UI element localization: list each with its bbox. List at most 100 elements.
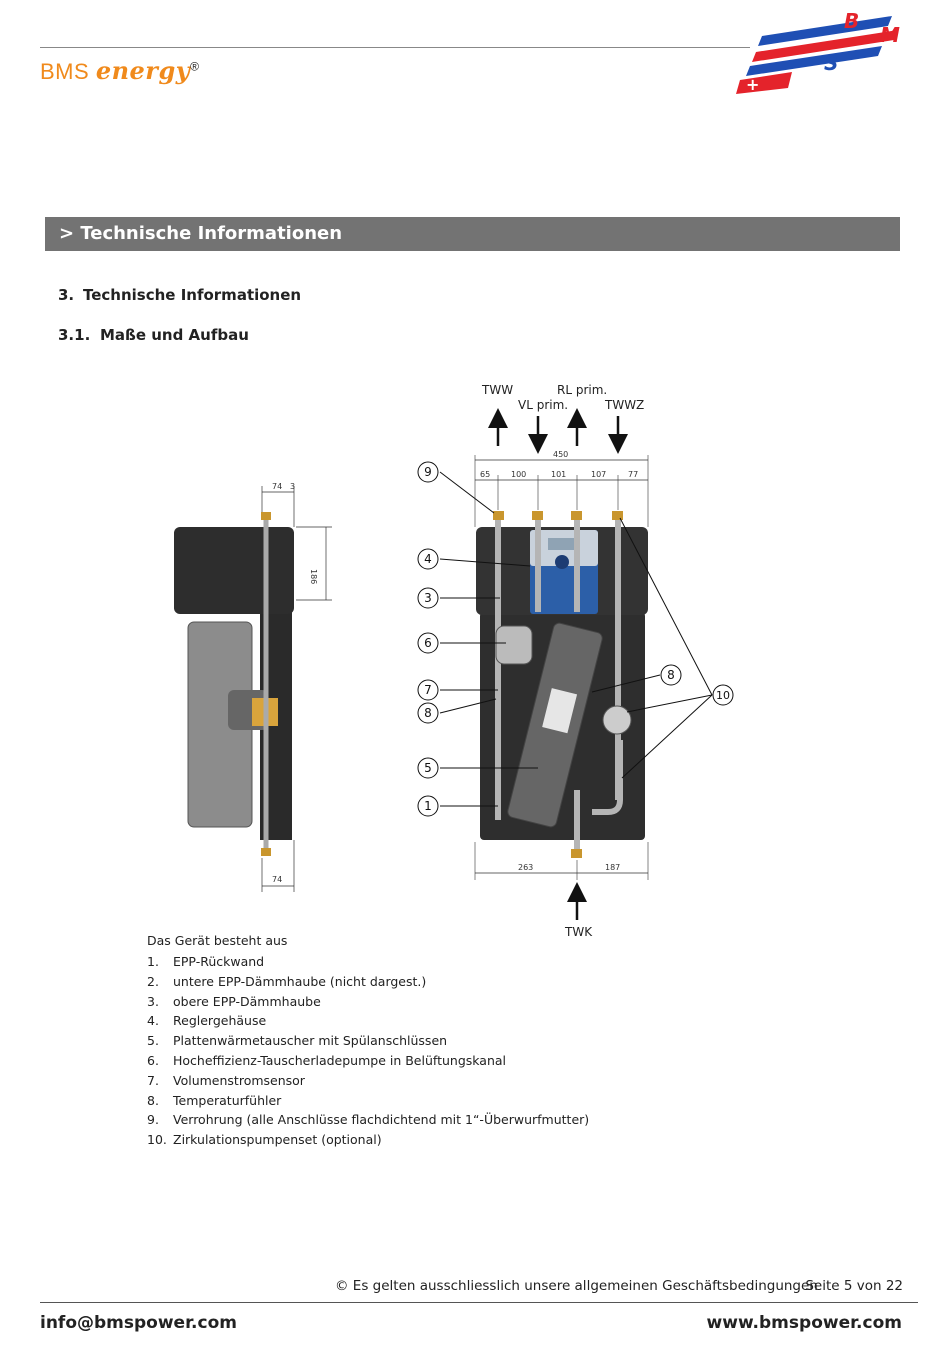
list-item-text: untere EPP-Dämmhaube (nicht dargest.) (173, 973, 427, 989)
logo-stripe-red-1 (752, 30, 898, 62)
list-item: 10. Zirkulationspumpenset (optional) (147, 1130, 589, 1150)
label-rl: RL prim. (557, 383, 607, 397)
section-banner: > Technische Informationen (45, 217, 900, 251)
component-list: 1. EPP-Rückwand 2. untere EPP-Dämmhaube (n… (147, 952, 589, 1150)
list-item: 6. Hocheffizienz-Tauscherladepumpe in Bel… (147, 1051, 589, 1071)
front-view: 450 65 100 101 107 77 263 187 TWW (417, 383, 734, 939)
side-upper-insulation (174, 527, 294, 614)
list-item-number: 1. (147, 954, 159, 969)
dim-segment-2: 100 (511, 470, 526, 479)
footer-rule (40, 1302, 918, 1303)
circulation-pump (602, 705, 632, 735)
list-item-text: Verrohrung (alle Anschlüsse flachdichten… (173, 1112, 590, 1128)
circulation-pipe (592, 740, 623, 815)
brand-registered-mark: ® (190, 59, 200, 74)
subsection-number: 3.1. (58, 326, 91, 344)
callout-10: 10 (716, 689, 730, 702)
website-link[interactable]: www.bmspower.com (706, 1313, 902, 1333)
dim-segment-3: 101 (551, 470, 566, 479)
page-number: Seite 5 von 22 (805, 1278, 903, 1294)
callout-7: 7 (424, 683, 432, 697)
callout-9: 9 (424, 465, 432, 479)
logo-letter-b: B (844, 10, 859, 33)
side-view: 74 3 186 74 (174, 482, 332, 892)
subsection-title: Maße und Aufbau (100, 326, 249, 344)
list-item: 2. untere EPP-Dämmhaube (nicht dargest.) (147, 972, 589, 992)
list-item-number: 9. (147, 1112, 159, 1128)
list-item-text: Temperaturfühler (173, 1092, 282, 1108)
email-link[interactable]: info@bmspower.com (40, 1313, 237, 1333)
list-item: 3. obere EPP-Dämmhaube (147, 992, 589, 1012)
dim-segment-5: 77 (628, 470, 638, 479)
brand-energy: energy (95, 56, 191, 85)
list-item: 5. Plattenwärmetauscher mit Spülanschlüss… (147, 1031, 589, 1051)
list-item: 1. EPP-Rückwand (147, 952, 589, 972)
controller-display (548, 538, 576, 550)
exchanger-label (542, 688, 578, 734)
section-title: Technische Informationen (83, 286, 302, 304)
bms-logo: + B M S (736, 10, 900, 94)
dim-bottom-right: 187 (605, 863, 620, 872)
side-fitting-top (261, 512, 271, 520)
list-item: 7. Volumenstromsensor (147, 1071, 589, 1091)
terms-notice: © Es gelten ausschliesslich unsere allge… (335, 1278, 818, 1294)
side-dim-bottom: 74 (272, 875, 282, 884)
list-item-number: 4. (147, 1013, 159, 1029)
side-dim-offset: 3 (290, 482, 295, 491)
header-rule (40, 47, 750, 48)
list-item: 4. Reglergehäuse (147, 1011, 589, 1031)
list-item-text: Hocheffizienz-Tauscherladepumpe in Belüf… (173, 1052, 507, 1068)
dim-bottom-left: 263 (518, 863, 533, 872)
logo-stripe-blue-1 (758, 16, 892, 46)
list-item: 8. Temperaturfühler (147, 1091, 589, 1111)
front-fittings (493, 511, 623, 858)
list-item-number: 5. (147, 1033, 159, 1049)
logo-stripe-blue-2 (746, 46, 882, 76)
list-item-number: 7. (147, 1072, 159, 1088)
list-item-text: obere EPP-Dämmhaube (173, 993, 321, 1009)
section-number: 3. (58, 286, 75, 304)
brand-logo-text: BMS energy® (40, 56, 200, 85)
list-item-number: 10. (147, 1132, 167, 1148)
side-dim-height: 186 (309, 569, 318, 584)
side-dim-top: 74 (272, 482, 282, 491)
side-fitting-bottom (261, 848, 271, 856)
label-twk: TWK (564, 925, 593, 939)
callouts (417, 461, 734, 817)
subsection-heading: 3.1. Maße und Aufbau (58, 326, 249, 344)
callout-leaders (439, 471, 713, 807)
list-item-number: 8. (147, 1092, 159, 1108)
dim-segment-1: 65 (480, 470, 490, 479)
list-item-number: 6. (147, 1052, 159, 1068)
logo-stripe-red-2 (736, 72, 792, 94)
logo-letter-s: S (824, 51, 838, 75)
list-item-number: 2. (147, 973, 159, 989)
label-vl: VL prim. (518, 398, 568, 412)
list-item-number: 3. (147, 993, 159, 1009)
list-item-text: EPP-Rückwand (173, 954, 265, 969)
section-heading: 3. Technische Informationen (58, 286, 301, 304)
callout-1: 1 (424, 799, 432, 813)
logo-letter-m: M (880, 23, 900, 47)
callout-8-left: 8 (424, 706, 432, 720)
swiss-cross-icon: + (746, 75, 759, 94)
dim-segment-4: 107 (591, 470, 606, 479)
dim-total: 450 (553, 450, 568, 459)
list-item: 9. Verrohrung (alle Anschlüsse flachdicht… (147, 1110, 589, 1130)
list-item-text: Volumenstromsensor (173, 1072, 305, 1088)
label-twwz: TWWZ (604, 398, 644, 412)
callout-5: 5 (424, 761, 432, 775)
component-intro: Das Gerät besteht aus (147, 933, 288, 948)
dim-ext-lines (474, 455, 649, 527)
callout-4: 4 (424, 552, 432, 566)
dim-bottom-ext-lines (474, 842, 649, 880)
technical-drawing: 74 3 186 74 (174, 383, 734, 939)
callout-3: 3 (424, 591, 432, 605)
list-item-text: Plattenwärmetauscher mit Spülanschlüssen (173, 1033, 448, 1049)
callout-6: 6 (424, 636, 432, 650)
list-item-text: Zirkulationspumpenset (optional) (173, 1132, 382, 1148)
callout-8-right: 8 (667, 668, 675, 682)
label-tww: TWW (481, 383, 513, 397)
pump-housing (495, 625, 533, 665)
list-item-text: Reglergehäuse (173, 1013, 267, 1029)
